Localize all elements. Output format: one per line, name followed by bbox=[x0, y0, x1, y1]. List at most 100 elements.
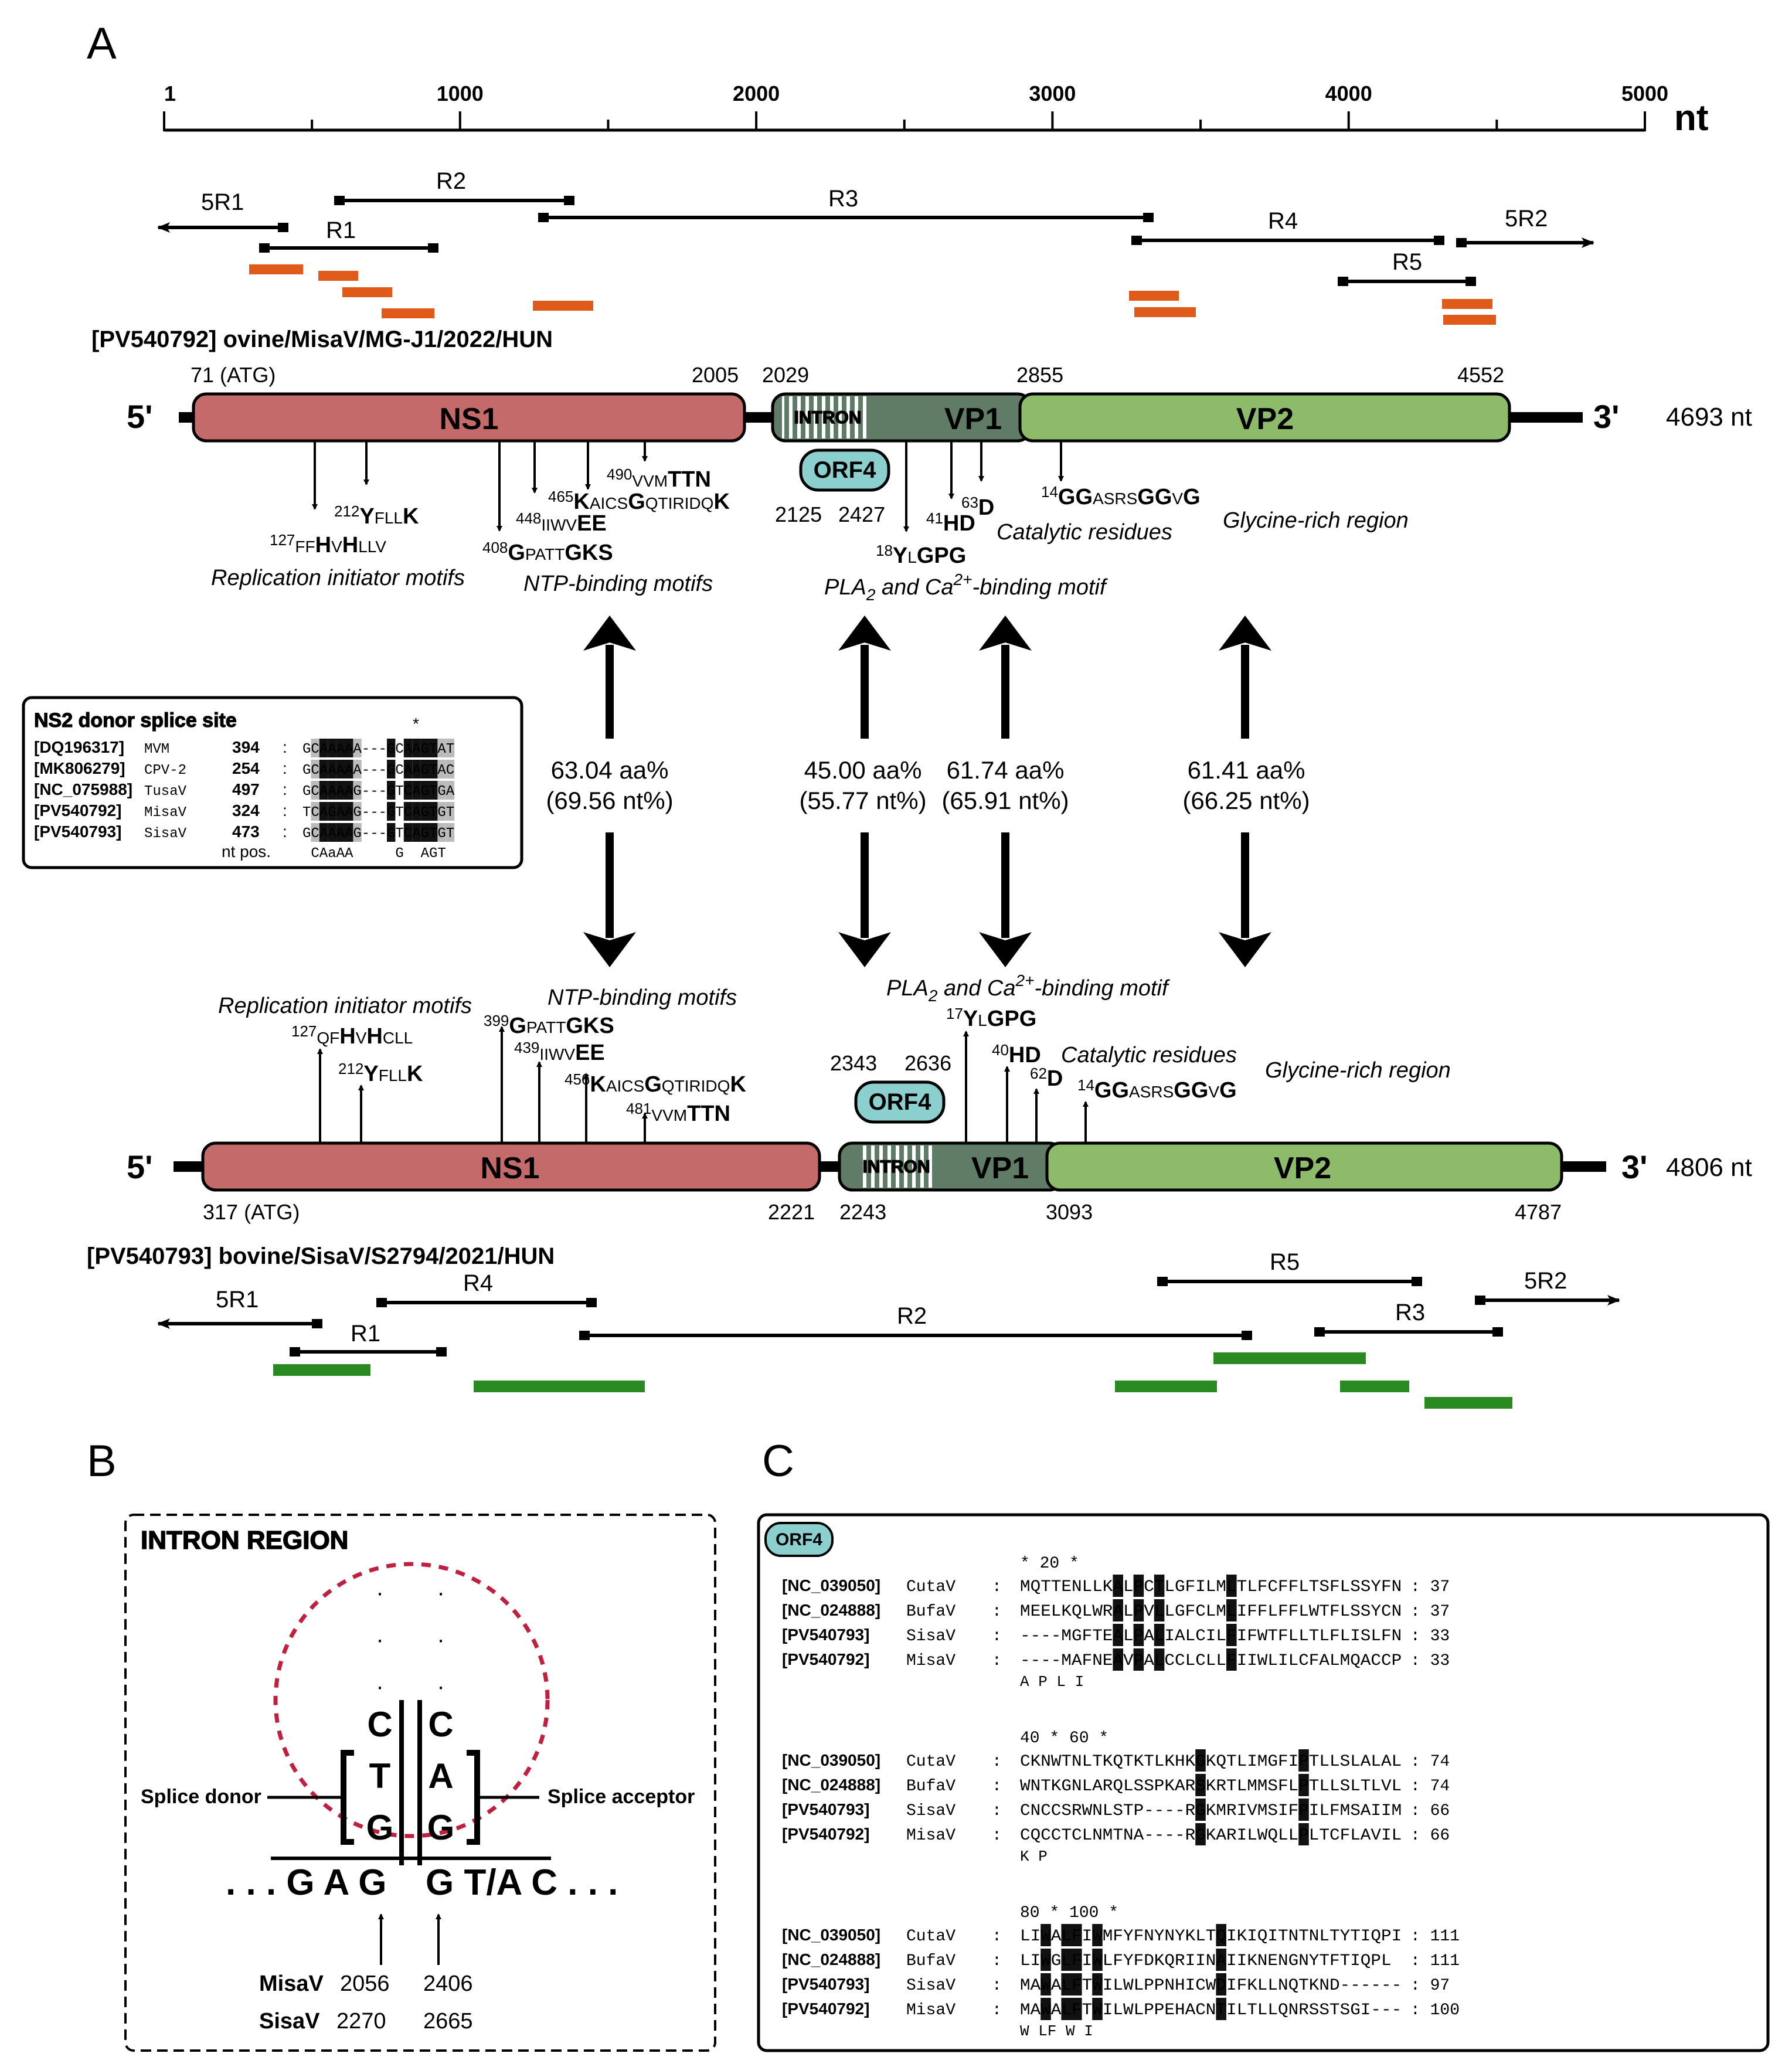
svg-text:·: · bbox=[437, 1627, 444, 1653]
orf4-conserved-shade bbox=[1154, 1624, 1165, 1646]
sisav-vp2-end: 4787 bbox=[1515, 1200, 1562, 1224]
orf4-row-acc: [NC_024888] bbox=[782, 1950, 880, 1969]
ns2-row-sep: : bbox=[283, 738, 287, 756]
intron-row-sisav-donor: 2270 bbox=[336, 2009, 386, 2034]
ns2-shade bbox=[328, 781, 336, 800]
misav-orf4-end: 2427 bbox=[838, 502, 885, 526]
ns2-shade bbox=[420, 760, 429, 778]
orf4-row-acc: [NC_039050] bbox=[782, 1751, 880, 1769]
ns2-shade bbox=[319, 739, 328, 757]
orf4-row-end: : 111 bbox=[1410, 1952, 1460, 1970]
ns2-shade bbox=[353, 781, 362, 800]
sisav-genome-label: [PV540793] bovine/SisaV/S2794/2021/HUN bbox=[87, 1243, 555, 1269]
identity-vp2-aa: 61.41 aa% bbox=[1188, 756, 1305, 784]
orf4-ruler: * 20 * bbox=[1020, 1555, 1079, 1573]
ns2-footer-label: nt pos. bbox=[222, 842, 271, 861]
sisav-length: 4806 nt bbox=[1666, 1153, 1752, 1182]
svg-text:PLA2 and Ca2+-binding motif: PLA2 and Ca2+-binding motif bbox=[886, 971, 1170, 1005]
ns2-shade bbox=[336, 802, 345, 821]
misav-motifs: 127FFHVHLLV 212YFLLK 408GPATTGKS 448IIWV… bbox=[270, 465, 1201, 568]
sisav-vp2 bbox=[1045, 1141, 1563, 1192]
identity-arrows bbox=[583, 616, 1271, 967]
ns2-shade bbox=[446, 823, 455, 842]
ns2-shade bbox=[412, 760, 421, 778]
orf4-ruler: 80 * 100 * bbox=[1020, 1904, 1118, 1922]
orf4-conserved-shade bbox=[1092, 1973, 1103, 1995]
orf4-row-seq: CQCCTCLNMTNA----RGKARILWQLLPLTCFLAVIL bbox=[1020, 1827, 1402, 1845]
orf4-row-sep: : bbox=[992, 1927, 1002, 1946]
orf4-conserved-shade bbox=[1298, 1823, 1309, 1845]
ns2-shade bbox=[437, 760, 446, 778]
orf4-row-sep: : bbox=[992, 1603, 1002, 1621]
misav-intron-label: INTRON bbox=[794, 408, 862, 427]
ns2-shade bbox=[403, 802, 413, 821]
ns2-row-seq: GCAAAAA---GCAAGTAC bbox=[302, 763, 454, 778]
ns2-row-acc: [DQ196317] bbox=[34, 738, 124, 756]
ns2-shade bbox=[387, 802, 396, 821]
svg-text:R5: R5 bbox=[1270, 1249, 1300, 1275]
orf4-row-seq: ----MAFNEAVPALCCLCLLFIIWLILCFALMQACCP bbox=[1020, 1652, 1402, 1670]
intron-dots: ·· ·· ·· bbox=[376, 1580, 444, 1699]
svg-text:·: · bbox=[437, 1674, 444, 1699]
ns2-shade bbox=[336, 781, 345, 800]
ns2-shade bbox=[345, 781, 353, 800]
orf4-row-sep: : bbox=[992, 1977, 1002, 1995]
misav-5prime: 5' bbox=[127, 398, 152, 435]
orf4-row-name: CutaV bbox=[906, 1753, 955, 1771]
svg-text:5R1: 5R1 bbox=[216, 1287, 259, 1313]
ns2-shade bbox=[437, 781, 446, 800]
orf4-conserved-shade bbox=[1133, 1648, 1144, 1671]
orf4-row-name: MisaV bbox=[906, 1652, 955, 1670]
ns2-shade bbox=[429, 802, 438, 821]
orf4-align-badge-label: ORF4 bbox=[776, 1530, 822, 1549]
misav-start: 71 (ATG) bbox=[191, 363, 276, 387]
splice-donor-label: Splice donor bbox=[141, 1786, 261, 1808]
orf4-row-seq: LIWGLFIWLFYFDKQRIINAIIKNENGNYTFTIQPL bbox=[1020, 1952, 1392, 1970]
ns2-shade bbox=[429, 739, 438, 757]
orf4-conserved-shade bbox=[1072, 1998, 1082, 2020]
ns2-shade bbox=[446, 781, 455, 800]
svg-text:481VVMTTN: 481VVMTTN bbox=[626, 1100, 730, 1126]
svg-text:A: A bbox=[428, 1756, 453, 1796]
ns2-shade bbox=[437, 802, 446, 821]
svg-text:212YFLLK: 212YFLLK bbox=[338, 1060, 423, 1086]
panel-label-c: C bbox=[762, 1436, 794, 1486]
svg-text:212YFLLK: 212YFLLK bbox=[334, 502, 419, 529]
orf4-row-seq: LIWALFIWMFYFNYNYKLTQIKIQITNTNLTYTIQPI bbox=[1020, 1927, 1402, 1946]
orf4-conserved-shade bbox=[1226, 1599, 1237, 1621]
ns2-row-sep: : bbox=[283, 801, 287, 820]
misav-vp1-label: VP1 bbox=[944, 402, 1002, 436]
identity-orf4-aa: 45.00 aa% bbox=[804, 756, 922, 784]
ns2-row-name: MVM bbox=[144, 742, 169, 757]
sisav-orf4-start: 2343 bbox=[830, 1051, 877, 1075]
orf4-conserved-shade bbox=[1113, 1599, 1123, 1621]
svg-text:·: · bbox=[437, 1580, 444, 1606]
orf4-row-name: BufaV bbox=[906, 1952, 955, 1970]
orf4-conserved-shade bbox=[1072, 1924, 1082, 1946]
identity-vp1-nt: (65.91 nt%) bbox=[941, 787, 1069, 814]
scale-tick-label: 3000 bbox=[1029, 81, 1076, 106]
orf4-conserved-shade bbox=[1216, 1949, 1226, 1971]
ns2-shade bbox=[412, 739, 421, 757]
intron-row-misav-name: MisaV bbox=[259, 1971, 324, 1996]
orf4-row-end: : 111 bbox=[1410, 1927, 1460, 1946]
ns2-row-pos: 473 bbox=[232, 822, 260, 841]
ns2-shade bbox=[311, 823, 319, 842]
orf4-conserved-shade bbox=[1226, 1575, 1237, 1597]
ns2-consensus: CAaAA G AGT bbox=[302, 846, 446, 862]
identity-orf4-nt: (55.77 nt%) bbox=[799, 787, 926, 814]
svg-text:Glycine-rich region: Glycine-rich region bbox=[1223, 508, 1409, 533]
ns2-shade bbox=[311, 802, 319, 821]
svg-text:14GGASRSGGVG: 14GGASRSGGVG bbox=[1077, 1076, 1237, 1103]
orf4-conserved-shade bbox=[1154, 1599, 1165, 1621]
orf4-row-acc: [PV540792] bbox=[782, 2000, 869, 2018]
misav-r4-label: R4 bbox=[1268, 208, 1298, 234]
orf4-row-end: : 66 bbox=[1410, 1827, 1450, 1845]
identity-vp1-aa: 61.74 aa% bbox=[947, 756, 1065, 784]
misav-genome: 5' NS1 INTRON VP1 VP2 3' 4693 nt 71 (ATG… bbox=[127, 363, 1752, 526]
misav-3prime: 3' bbox=[1593, 398, 1619, 435]
orf4-conserved-shade bbox=[1040, 1998, 1051, 2020]
ns2-row-name: TusaV bbox=[144, 784, 187, 800]
ns2-shade bbox=[403, 760, 413, 778]
